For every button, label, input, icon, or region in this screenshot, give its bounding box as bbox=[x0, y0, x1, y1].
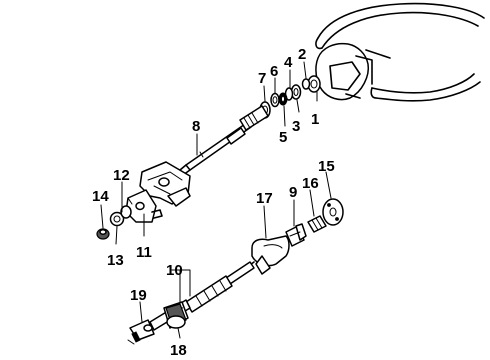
callout-9: 9 bbox=[289, 184, 297, 201]
callout-5: 5 bbox=[279, 129, 287, 146]
callout-15: 15 bbox=[318, 158, 335, 175]
callout-10: 10 bbox=[166, 262, 183, 279]
callout-18: 18 bbox=[170, 342, 187, 359]
callout-2: 2 bbox=[298, 46, 306, 63]
lower-boot-and-yoke bbox=[127, 303, 187, 345]
lock-bracket bbox=[125, 161, 191, 223]
callout-19: 19 bbox=[130, 287, 147, 304]
callout-8: 8 bbox=[192, 118, 200, 135]
callout-6: 6 bbox=[270, 63, 278, 80]
callout-3: 3 bbox=[292, 118, 300, 135]
callout-11: 11 bbox=[136, 244, 152, 261]
flex-coupling-parts bbox=[285, 198, 344, 247]
callout-14: 14 bbox=[92, 188, 109, 205]
leader-lines bbox=[100, 61, 332, 339]
callout-13: 13 bbox=[107, 252, 124, 269]
steering-wheel bbox=[315, 2, 485, 102]
callout-7: 7 bbox=[258, 70, 266, 87]
callout-16: 16 bbox=[302, 175, 319, 192]
callout-1: 1 bbox=[311, 111, 319, 128]
column-housing bbox=[245, 235, 290, 275]
callout-labels: 1 2 3 4 5 6 7 8 9 10 11 12 13 14 15 16 1… bbox=[92, 46, 335, 359]
callout-12: 12 bbox=[113, 167, 130, 184]
upper-steering-shaft bbox=[179, 105, 269, 176]
lower-small-parts bbox=[96, 205, 132, 240]
callout-4: 4 bbox=[284, 54, 293, 71]
callout-17: 17 bbox=[256, 190, 273, 207]
